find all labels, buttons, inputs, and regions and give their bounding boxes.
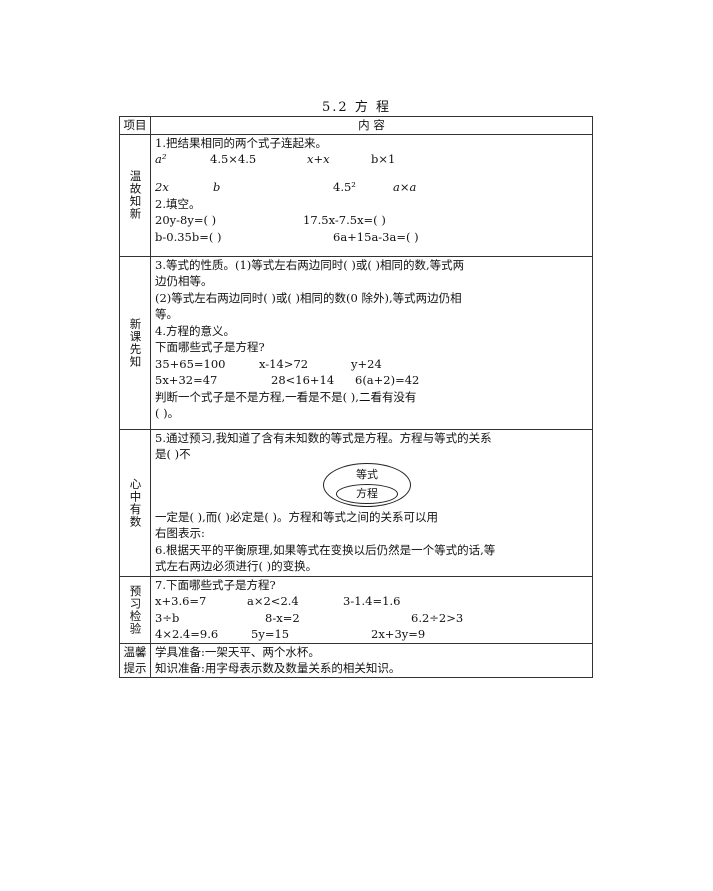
question-1: 1.把结果相同的两个式子连起来。 (155, 135, 327, 150)
equation-item: 5x+32=47 (155, 373, 218, 387)
question-3-line: 边仍相等。 (155, 274, 213, 288)
question-5-line: 5.通过预习,我知道了含有未知数的等式是方程。方程与等式的关系 (155, 430, 492, 445)
page-title: 5.2 方 程 (322, 100, 391, 115)
section-mind: 心中有数 5.通过预习,我知道了含有未知数的等式是方程。方程与等式的关系 是( … (119, 428, 593, 577)
judge-line: ( )。 (155, 406, 180, 420)
fill-item: 17.5x-7.5x=( ) (303, 213, 386, 227)
preview-item: a×2<2.4 (247, 594, 299, 608)
section-content-preview: 7.下面哪些式子是方程? x+3.6=7 a×2<2.4 3-1.4=1.6 3… (150, 575, 593, 644)
preview-item: 5y=15 (251, 627, 290, 641)
preview-item: 6.2÷2>3 (411, 610, 464, 625)
section-tips: 温馨提示 学具准备:一架天平、两个水杯。 知识准备:用字母表示数及数量关系的相关… (119, 642, 593, 678)
equation-item: 6(a+2)=42 (355, 373, 420, 387)
preview-row-1: x+3.6=7 a×2<2.4 3-1.4=1.6 (155, 593, 588, 610)
fill-item: 6a+15a-3a=( ) (333, 229, 419, 244)
equation-row-1: 35+65=100 x-14>72 y+24 (155, 356, 588, 373)
section-label-tips: 温馨提示 (119, 642, 151, 678)
header-project: 项目 (119, 116, 151, 135)
question-5-line: 右图表示: (155, 526, 205, 540)
section-label-new: 新课先知 (119, 255, 151, 430)
preview-item: 4×2.4=9.6 (155, 627, 219, 641)
preview-item: x+3.6=7 (155, 594, 207, 608)
venn-diagram: 等式 方程 (155, 462, 588, 509)
fill-row-2: b-0.35b=( ) 6a+15a-3a=( ) (155, 229, 588, 246)
match-row-top: a² 4.5×4.5 x+x b×1 (155, 151, 588, 171)
match-item: 4.5² (333, 180, 356, 194)
section-content-new: 3.等式的性质。(1)等式左右两边同时( )或( )相同的数,等式两 边仍相等。… (150, 255, 593, 430)
equation-item: 35+65=100 (155, 356, 226, 371)
question-3-line: 等。 (155, 307, 178, 321)
question-6-line: 式左右两边必须进行( )的变换。 (155, 559, 318, 573)
ellipse-outer-label: 等式 (356, 467, 378, 481)
tips-label: 温馨提示 (123, 645, 147, 675)
tips-line: 学具准备:一架天平、两个水杯。 (155, 644, 320, 659)
equation-item: x-14>72 (259, 356, 309, 371)
match-item: 4.5×4.5 (210, 152, 257, 166)
question-3-line: (2)等式左右两边同时( )或( )相同的数(0 除外),等式两边仍相 (155, 290, 462, 305)
preview-row-2: 3÷b 8-x=2 6.2÷2>3 (155, 610, 588, 627)
question-2: 2.填空。 (155, 196, 201, 211)
fill-row-1: 20y-8y=( ) 17.5x-7.5x=( ) (155, 212, 588, 229)
match-item: a×a (393, 180, 417, 194)
question-4-sub: 下面哪些式子是方程? (155, 340, 265, 354)
section-content-review: 1.把结果相同的两个式子连起来。 a² 4.5×4.5 x+x b×1 2x b… (150, 133, 593, 257)
fill-item: b-0.35b=( ) (155, 229, 222, 244)
ellipse-inner-label: 方程 (336, 483, 398, 504)
section-new: 新课先知 3.等式的性质。(1)等式左右两边同时( )或( )相同的数,等式两 … (119, 255, 593, 430)
match-item: b×1 (371, 152, 396, 166)
section-review: 温故知新 1.把结果相同的两个式子连起来。 a² 4.5×4.5 x+x b×1… (119, 133, 593, 257)
table-header-row: 项目 内 容 (119, 116, 593, 135)
tips-line: 知识准备:用字母表示数及数量关系的相关知识。 (155, 661, 401, 675)
section-label-preview: 预习检验 (119, 575, 151, 644)
preview-item: 3÷b (155, 610, 180, 625)
section-content-tips: 学具准备:一架天平、两个水杯。 知识准备:用字母表示数及数量关系的相关知识。 (150, 642, 593, 678)
question-6-line: 6.根据天平的平衡原理,如果等式在变换以后仍然是一个等式的话,等 (155, 542, 496, 557)
equation-item: y+24 (351, 356, 382, 371)
section-label-mind: 心中有数 (119, 428, 151, 577)
question-5-line: 是( )不 (155, 447, 191, 461)
match-item: x+x (307, 152, 330, 166)
preview-item: 8-x=2 (265, 610, 300, 625)
equation-item: 28<16+14 (271, 373, 335, 387)
question-4: 4.方程的意义。 (155, 323, 235, 338)
match-row-bottom: 2x b 4.5² a×a (155, 179, 588, 196)
match-item: a² (155, 152, 167, 166)
worksheet-table: 项目 内 容 温故知新 1.把结果相同的两个式子连起来。 a² 4.5×4.5 … (119, 116, 593, 678)
question-5-line: 一定是( ),而( )必定是( )。方程和等式之间的关系可以用 (155, 509, 439, 524)
header-content: 内 容 (150, 116, 593, 135)
fill-item: 20y-8y=( ) (155, 213, 217, 227)
section-content-mind: 5.通过预习,我知道了含有未知数的等式是方程。方程与等式的关系 是( )不 等式… (150, 428, 593, 577)
match-item: 2x (155, 180, 169, 194)
question-7: 7.下面哪些式子是方程? (155, 577, 276, 592)
judge-line: 判断一个式子是不是方程,一看是不是( ),二看有没有 (155, 389, 417, 404)
preview-item: 2x+3y=9 (371, 627, 426, 641)
question-3-line: 3.等式的性质。(1)等式左右两边同时( )或( )相同的数,等式两 (155, 257, 465, 272)
match-item: b (213, 180, 221, 194)
section-label-review: 温故知新 (119, 133, 151, 257)
ellipse-equation-set: 等式 方程 (323, 462, 411, 507)
preview-item: 3-1.4=1.6 (343, 594, 401, 608)
equation-row-2: 5x+32=47 28<16+14 6(a+2)=42 (155, 372, 588, 389)
preview-row-3: 4×2.4=9.6 5y=15 2x+3y=9 (155, 626, 588, 643)
section-preview: 预习检验 7.下面哪些式子是方程? x+3.6=7 a×2<2.4 3-1.4=… (119, 575, 593, 644)
